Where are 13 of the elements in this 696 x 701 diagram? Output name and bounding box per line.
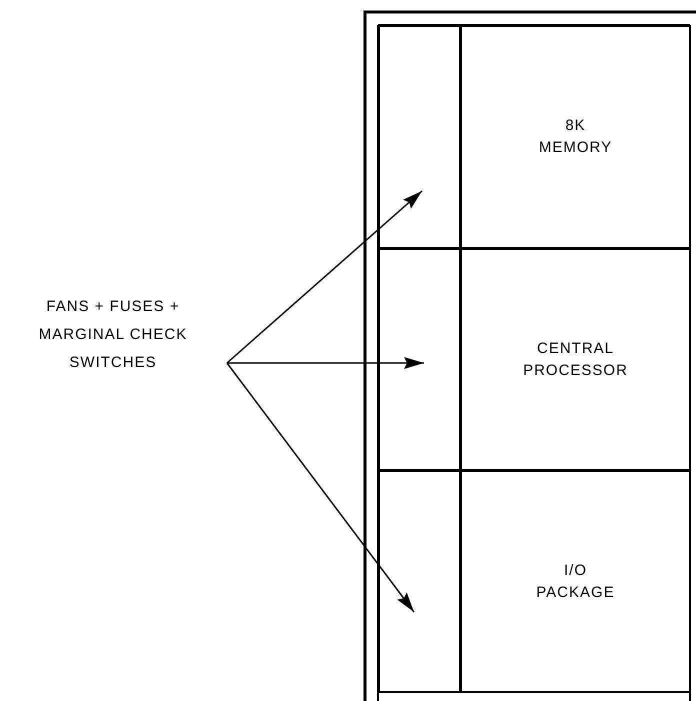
module-box	[460, 25, 691, 249]
module-box	[460, 470, 691, 693]
module-label: CENTRAL PROCESSOR	[523, 338, 628, 380]
module-label: I/O PACKAGE	[536, 560, 615, 602]
callout-label: FANS + FUSES + MARGINAL CHECK SWITCHES	[38, 297, 188, 373]
module-label: 8K MEMORY	[538, 116, 612, 158]
panel-section	[378, 248, 461, 471]
leader-arrow	[227, 357, 424, 369]
leader-arrow	[226, 362, 415, 612]
module-box	[460, 248, 691, 471]
panel-section	[378, 470, 461, 693]
leader-arrow	[226, 190, 422, 364]
panel-section	[378, 25, 461, 249]
